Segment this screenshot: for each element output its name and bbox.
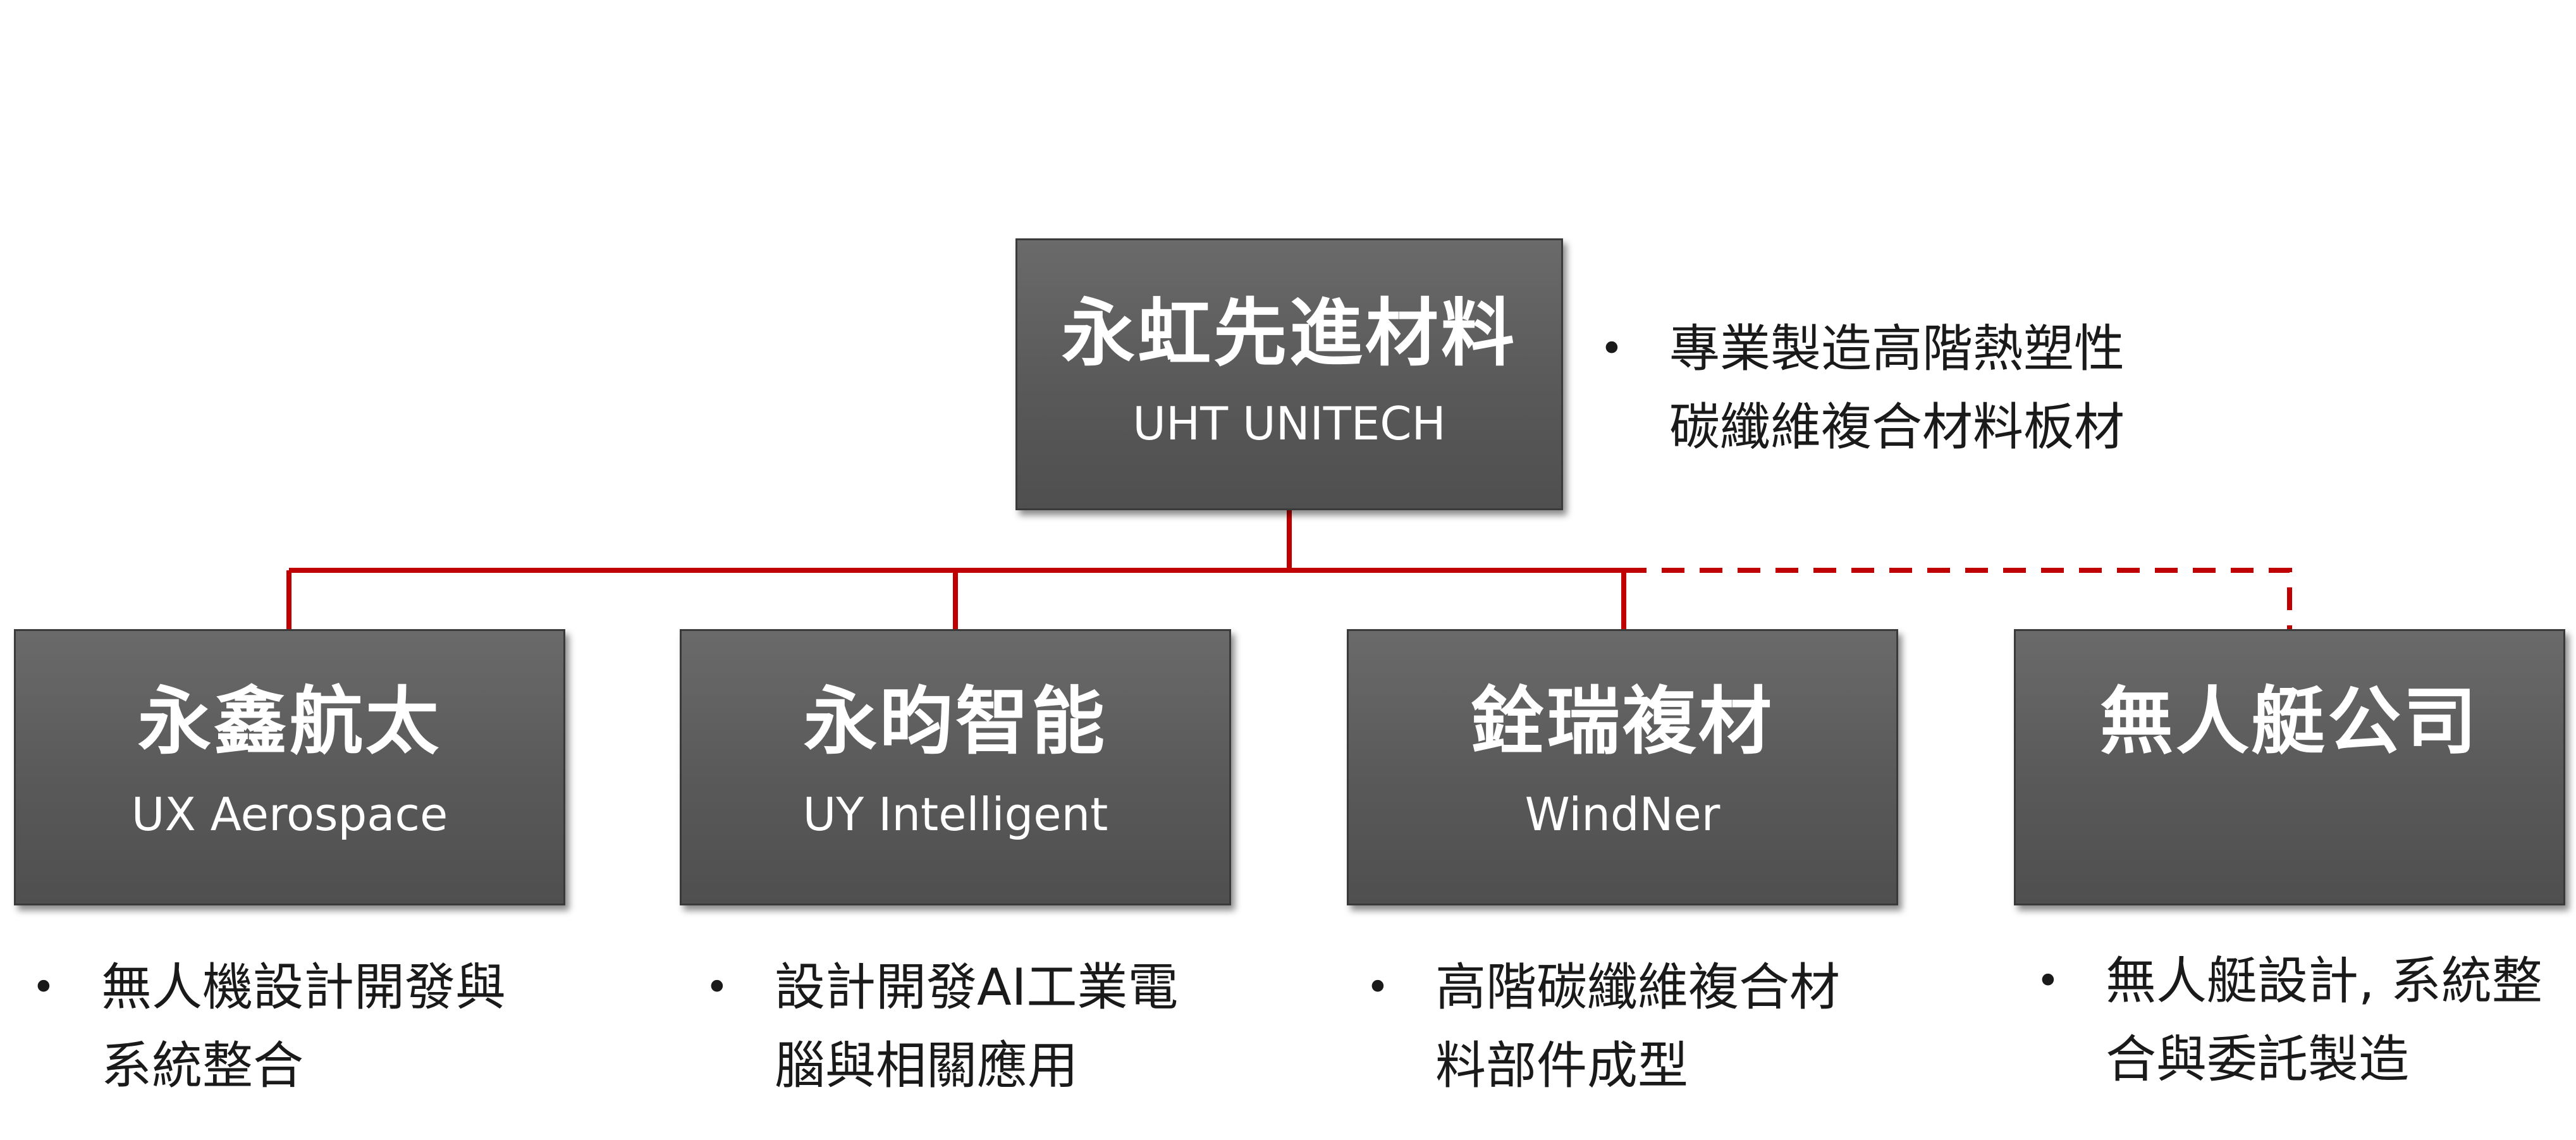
- connector-child-4-dashed: [1624, 568, 2292, 629]
- bullet-dot: •: [705, 964, 729, 1011]
- child-bullet-3: • 高階碳纖維複合材 料部件成型: [1366, 948, 1935, 1105]
- child-box-4: 無人艇公司: [2014, 629, 2565, 905]
- child-name-zh: 銓瑞複材: [1471, 679, 1774, 764]
- child-bullet-text: 高階碳纖維複合材 料部件成型: [1435, 958, 1840, 1095]
- parent-bullet-text: 專業製造高階熱塑性 碳纖維複合材料板材: [1669, 319, 2125, 457]
- parent-name-zh: 永虹先進材料: [1062, 291, 1517, 376]
- child-name-en: WindNer: [1524, 787, 1720, 841]
- child-name-zh: 無人艇公司: [2100, 679, 2479, 764]
- bullet-dot: •: [1600, 326, 1624, 372]
- bullet-dot: •: [2036, 958, 2060, 1005]
- child-bullet-2: • 設計開發AI工業電 腦與相關應用: [705, 948, 1274, 1105]
- parent-company-box: 永虹先進材料 UHT UNITECH: [1015, 238, 1563, 510]
- parent-name-en: UHT UNITECH: [1132, 396, 1446, 450]
- bullet-dot: •: [1366, 964, 1390, 1011]
- child-bullet-text: 設計開發AI工業電 腦與相關應用: [775, 958, 1179, 1095]
- child-box-2: 永昀智能 UY Intelligent: [680, 629, 1231, 905]
- child-bullet-4: • 無人艇設計, 系統整 合與委託製造: [2036, 942, 2573, 1099]
- child-box-1: 永鑫航太 UX Aerospace: [14, 629, 565, 905]
- child-name-en: UX Aerospace: [131, 787, 448, 841]
- child-bullet-text: 無人艇設計, 系統整 合與委託製造: [2106, 952, 2542, 1089]
- bullet-dot: •: [32, 964, 56, 1011]
- child-bullet-text: 無人機設計開發與 系統整合: [101, 958, 506, 1095]
- child-name-zh: 永昀智能: [804, 679, 1107, 764]
- parent-bullet: • 專業製造高階熱塑性 碳纖維複合材料板材: [1600, 310, 2169, 467]
- child-name-en: UY Intelligent: [802, 787, 1108, 841]
- child-box-3: 銓瑞複材 WindNer: [1347, 629, 1898, 905]
- child-bullet-1: • 無人機設計開發與 系統整合: [32, 948, 601, 1105]
- child-name-zh: 永鑫航太: [138, 679, 441, 764]
